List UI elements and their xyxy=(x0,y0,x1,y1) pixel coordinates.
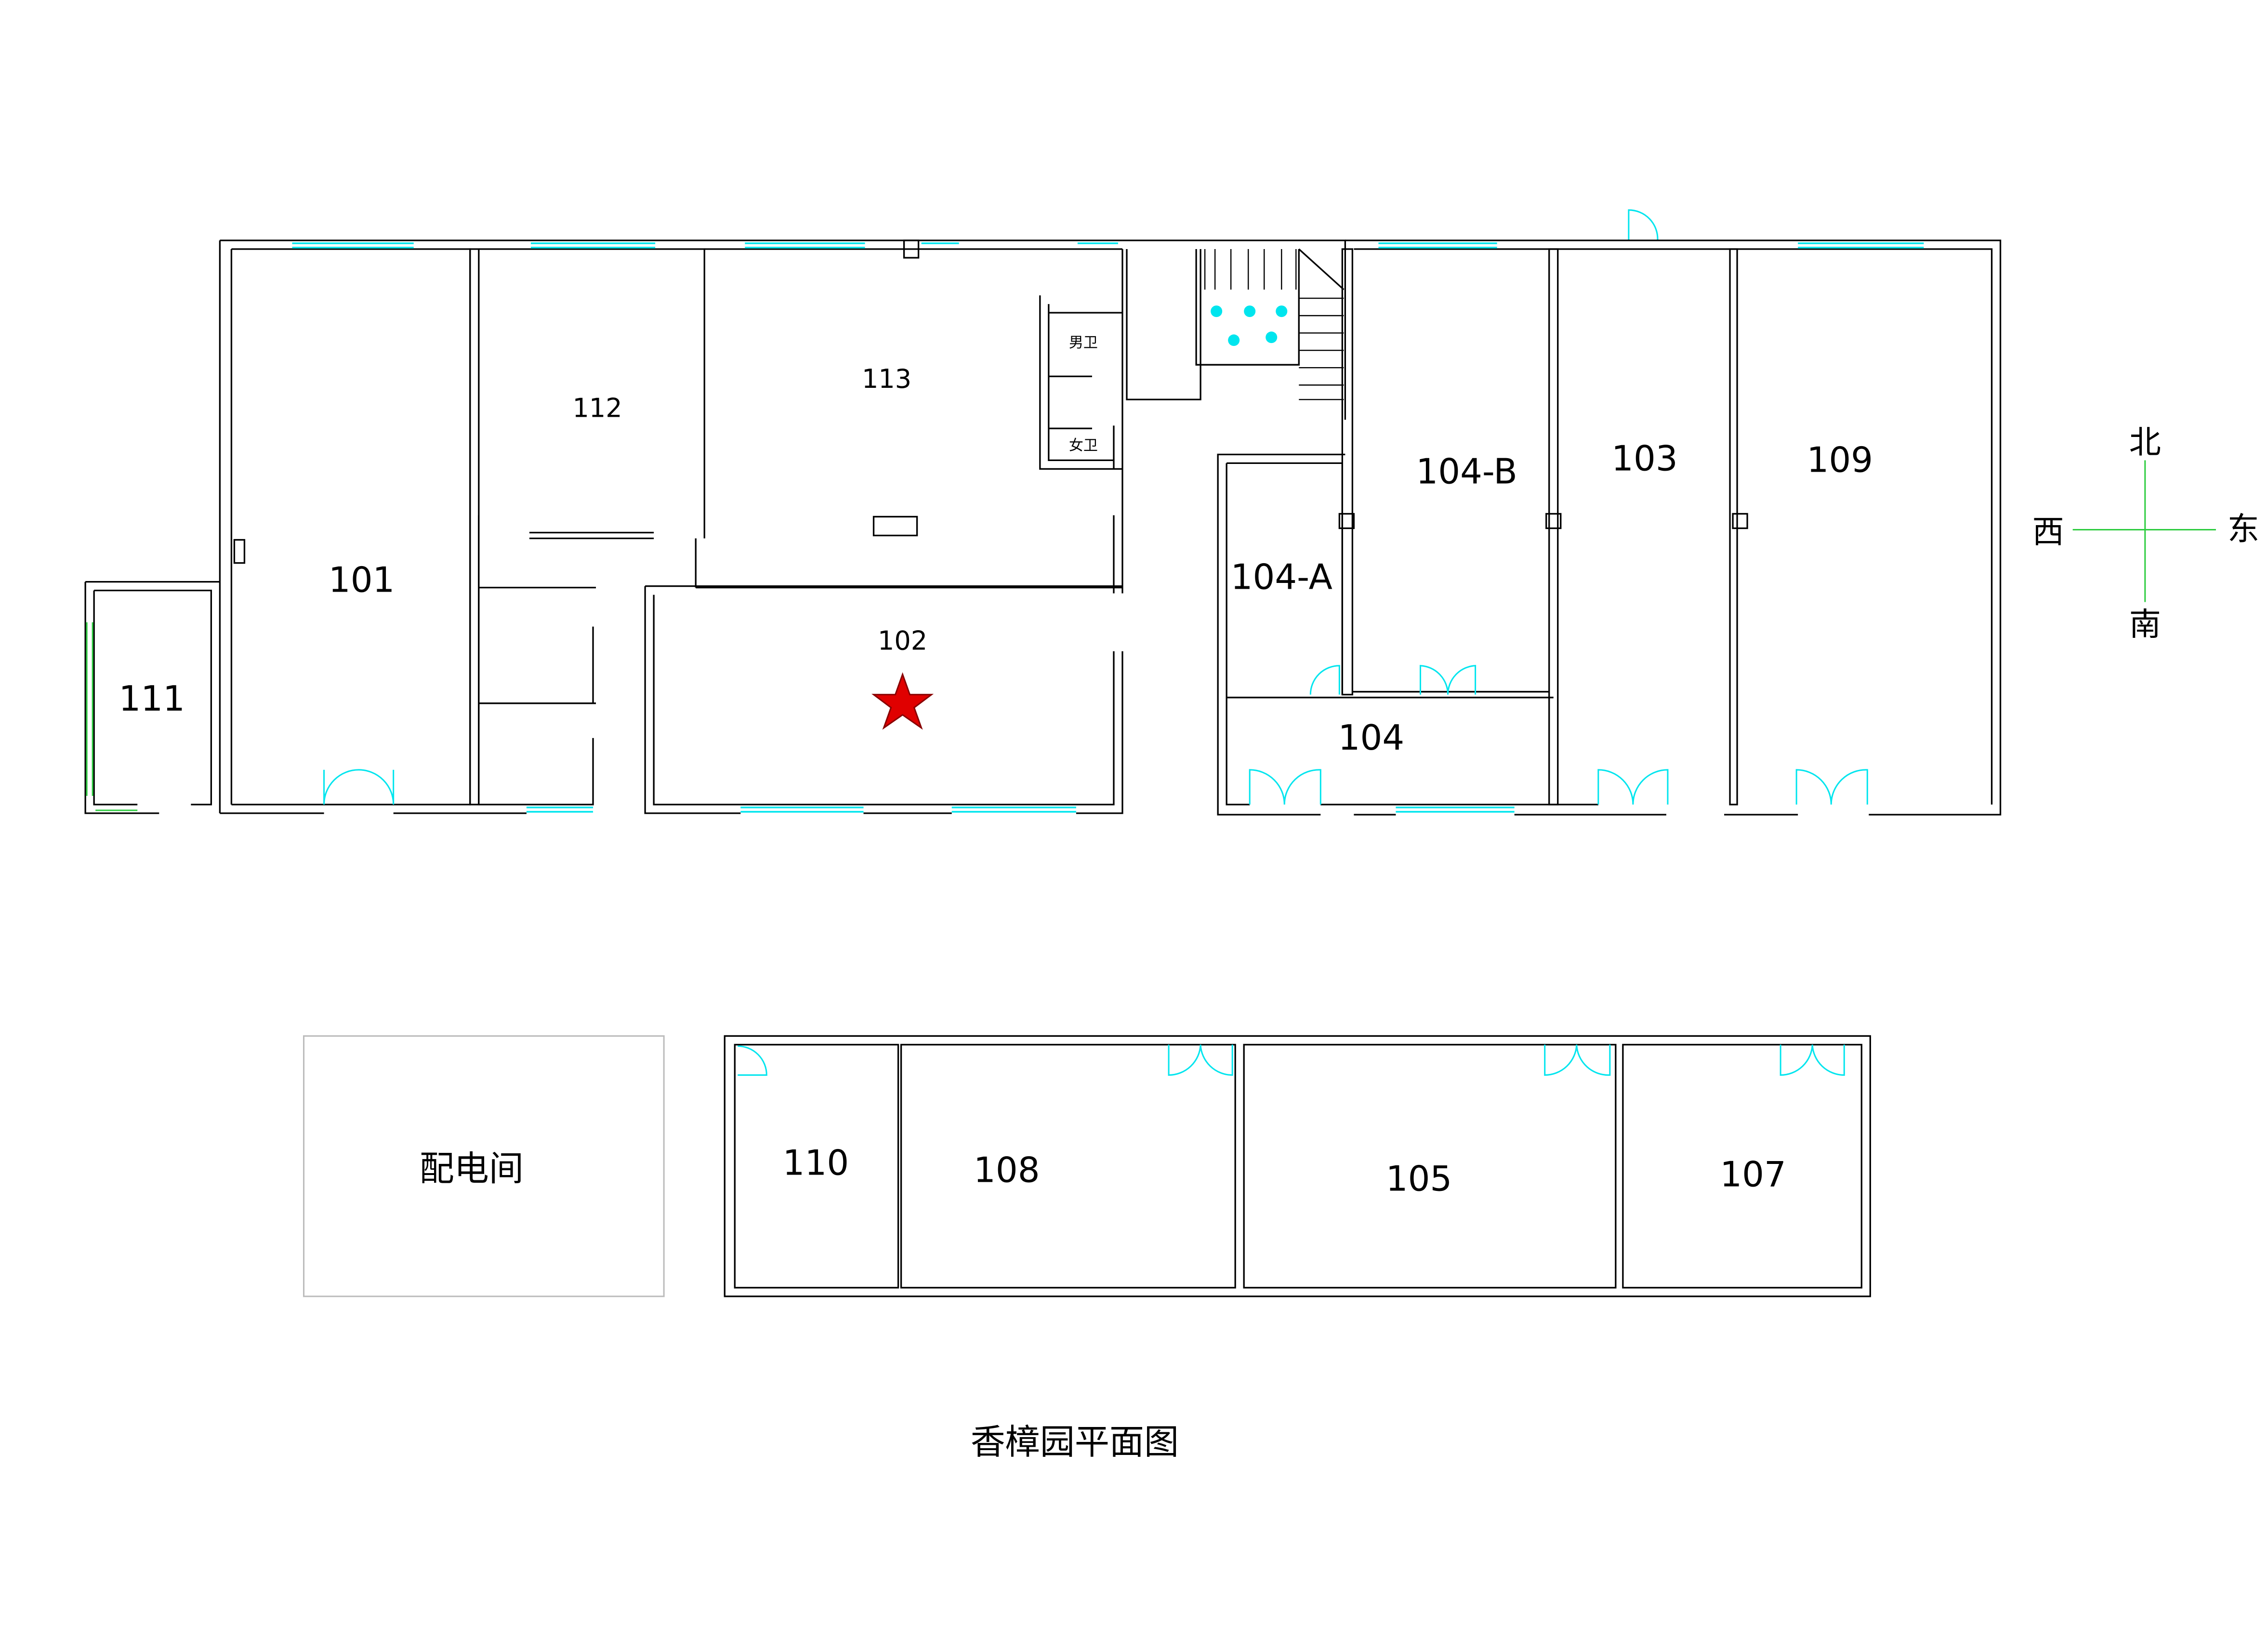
power-room xyxy=(303,1035,665,1297)
room-label-105: 105 xyxy=(1386,1159,1452,1199)
compass-east: 东 xyxy=(2228,511,2259,548)
room-label-112: 112 xyxy=(572,393,622,423)
room-label-102: 102 xyxy=(878,626,927,656)
room-label-113: 113 xyxy=(862,364,911,394)
bottom-building xyxy=(724,1035,1871,1297)
plan-title: 香樟园平面图 xyxy=(971,1422,1179,1462)
plant-icons xyxy=(1211,305,1288,346)
compass-south: 南 xyxy=(2129,606,2161,643)
room-label-101: 101 xyxy=(329,560,395,600)
power-room-label: 配电间 xyxy=(420,1149,524,1189)
womens-restroom-label: 女卫 xyxy=(1069,437,1098,454)
star-icon xyxy=(871,672,934,730)
room-label-104a: 104-A xyxy=(1231,557,1332,597)
room-label-110: 110 xyxy=(783,1143,849,1183)
room-label-111: 111 xyxy=(119,678,185,719)
stairwell xyxy=(1122,209,1659,420)
room-label-107: 107 xyxy=(1720,1154,1786,1195)
room-label-103: 103 xyxy=(1611,438,1678,478)
room-label-108: 108 xyxy=(974,1150,1040,1190)
compass-west: 西 xyxy=(2032,514,2064,551)
compass: 北 南 东 西 xyxy=(2032,423,2259,643)
left-building xyxy=(84,239,1123,813)
room-label-104b: 104-B xyxy=(1416,451,1517,491)
right-building xyxy=(1217,239,2002,816)
room-label-104: 104 xyxy=(1338,717,1405,758)
mens-restroom-label: 男卫 xyxy=(1069,334,1098,351)
compass-north: 北 xyxy=(2129,423,2161,461)
room-label-109: 109 xyxy=(1806,439,1873,480)
